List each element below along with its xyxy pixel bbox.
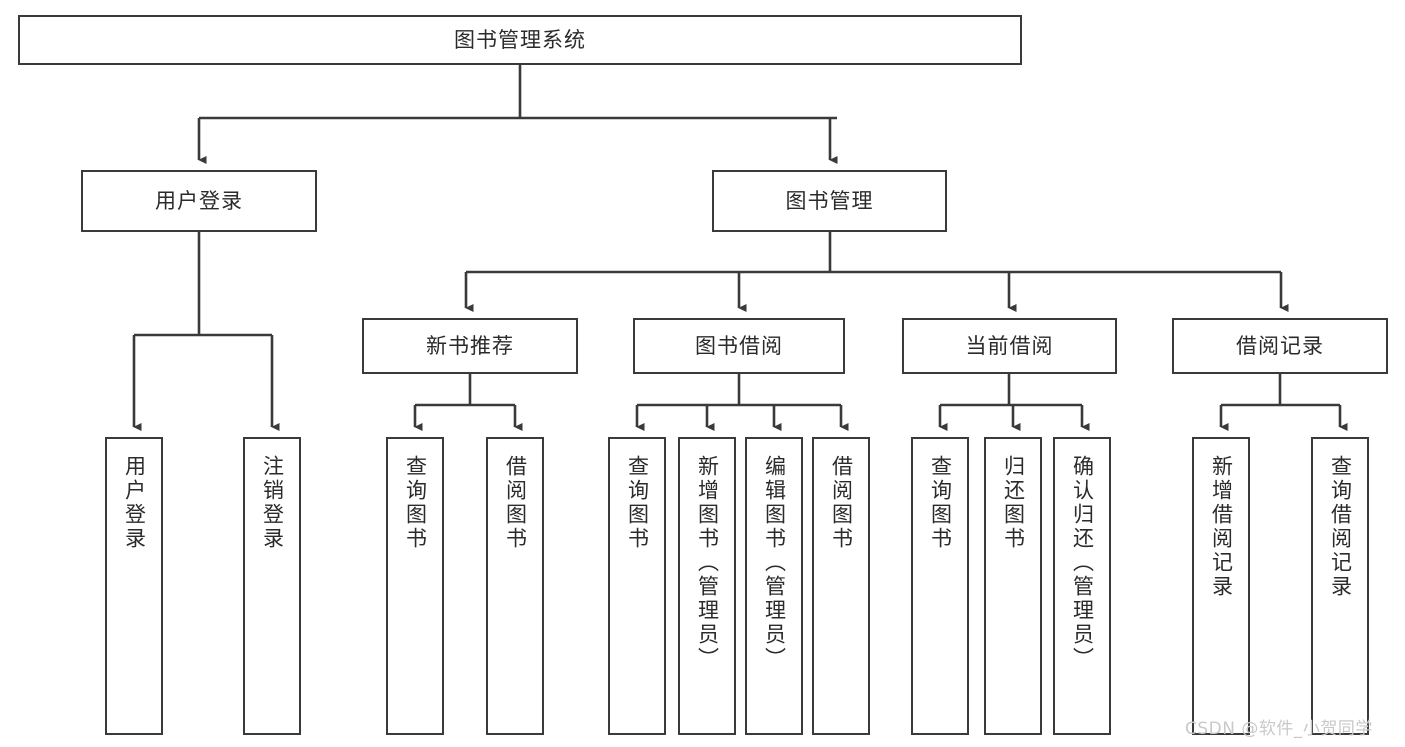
node-leaf-user-login[interactable]: 用户登录 [105,437,163,735]
node-leaf-logout[interactable]: 注销登录 [243,437,301,735]
node-leaf-return-book[interactable]: 归还图书 [984,437,1042,735]
node-root[interactable]: 图书管理系统 [18,15,1022,65]
node-leaf-logout-label: 注销登录 [260,455,285,551]
node-leaf-add-borrow-record[interactable]: 新增借阅记录 [1192,437,1250,735]
node-leaf-confirm-return[interactable]: 确认归还（管理员） [1053,437,1111,735]
node-user-login-label: 用户登录 [155,188,243,213]
node-book-borrow-label: 图书借阅 [695,333,783,358]
node-leaf-borrow-book-recommend[interactable]: 借阅图书 [486,437,544,735]
node-new-book-recommend[interactable]: 新书推荐 [362,318,578,374]
node-book-borrow[interactable]: 图书借阅 [633,318,845,374]
node-leaf-add-borrow-record-label: 新增借阅记录 [1209,455,1234,599]
node-leaf-borrow-book[interactable]: 借阅图书 [812,437,870,735]
node-leaf-user-login-label: 用户登录 [122,455,147,551]
node-leaf-query-book-borrow[interactable]: 查询图书 [608,437,666,735]
node-user-login[interactable]: 用户登录 [81,170,317,232]
node-leaf-borrow-book-label: 借阅图书 [829,455,854,551]
watermark: CSDN @软件_小贺同学 [1185,719,1373,739]
node-leaf-query-book-borrow-label: 查询图书 [625,455,650,551]
node-leaf-add-book[interactable]: 新增图书（管理员） [678,437,736,735]
node-current-borrow-label: 当前借阅 [965,333,1054,358]
node-leaf-return-book-label: 归还图书 [1001,455,1026,551]
node-book-manage-label: 图书管理 [785,188,874,213]
node-leaf-query-borrow-record[interactable]: 查询借阅记录 [1311,437,1369,735]
node-leaf-borrow-book-recommend-label: 借阅图书 [503,455,528,551]
node-root-label: 图书管理系统 [454,27,586,52]
node-borrow-record[interactable]: 借阅记录 [1172,318,1388,374]
node-leaf-edit-book[interactable]: 编辑图书（管理员） [745,437,803,735]
node-book-manage[interactable]: 图书管理 [712,170,947,232]
node-leaf-query-book-recommend[interactable]: 查询图书 [386,437,444,735]
node-leaf-confirm-return-label: 确认归还（管理员） [1070,455,1095,671]
node-leaf-query-borrow-record-label: 查询借阅记录 [1328,455,1353,599]
node-leaf-query-book-current-label: 查询图书 [928,455,953,551]
node-leaf-add-book-label: 新增图书（管理员） [695,455,720,671]
node-current-borrow[interactable]: 当前借阅 [902,318,1117,374]
node-leaf-query-book-current[interactable]: 查询图书 [911,437,969,735]
node-leaf-query-book-recommend-label: 查询图书 [403,455,428,551]
node-new-book-recommend-label: 新书推荐 [426,333,514,358]
node-borrow-record-label: 借阅记录 [1236,333,1324,358]
node-leaf-edit-book-label: 编辑图书（管理员） [762,455,787,671]
